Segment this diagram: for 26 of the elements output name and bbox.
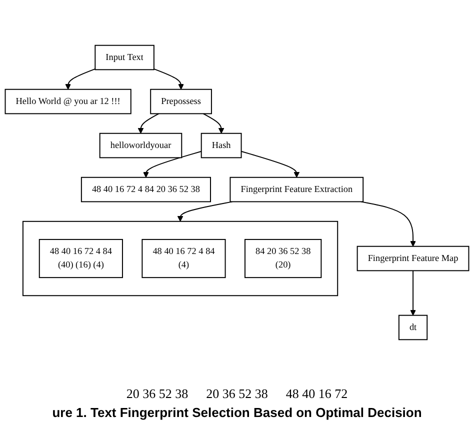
cluster xyxy=(22,220,338,296)
arrow xyxy=(240,150,300,178)
arrow xyxy=(177,201,233,222)
number-text: 48 40 16 72 xyxy=(284,385,349,403)
figure-caption: ure 1. Text Fingerprint Selection Based on Optimal Decision xyxy=(51,404,423,422)
node-box: helloworldyouar xyxy=(99,132,182,158)
arrow xyxy=(143,150,202,178)
arrow xyxy=(138,113,160,134)
node-box: Fingerprint Feature Map xyxy=(356,246,470,272)
node-box: 48 40 16 72 4 84 (4) xyxy=(142,238,226,278)
node-box: dt xyxy=(398,314,428,340)
arrow xyxy=(360,201,416,247)
node-box: 48 40 16 72 4 84 (40) (16) (4) xyxy=(38,238,123,278)
number-text: 20 36 52 38 xyxy=(205,385,269,403)
arrow xyxy=(65,68,96,90)
arrow xyxy=(202,113,224,134)
node-box: 48 40 16 72 4 84 20 36 52 38 xyxy=(80,176,211,202)
arrow xyxy=(153,68,184,90)
node-box: Hello World @ you ar 12 !!! xyxy=(4,88,132,114)
node-box: 84 20 36 52 38 (20) xyxy=(244,238,322,278)
node-box: Input Text xyxy=(94,44,154,70)
arrow xyxy=(410,270,416,316)
node-box: Prepossess xyxy=(150,88,212,114)
number-text: 20 36 52 38 xyxy=(125,385,190,403)
node-box: Hash xyxy=(200,132,242,158)
node-box: Fingerprint Feature Extraction xyxy=(230,176,364,202)
